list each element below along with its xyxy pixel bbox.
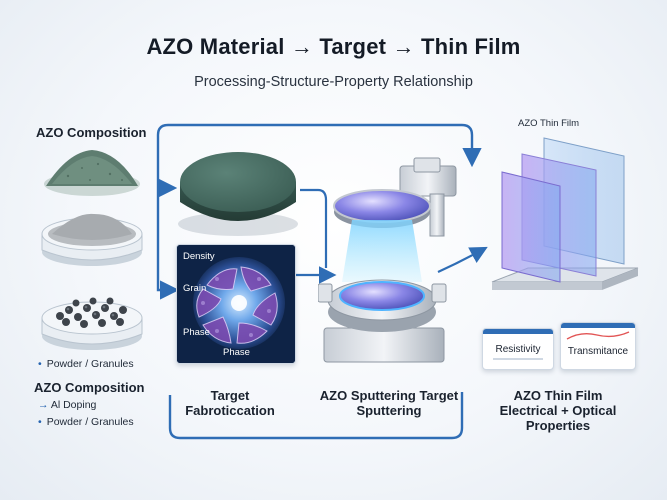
grain-label: Grain <box>183 283 207 294</box>
al-doping-item: → Al Doping <box>38 399 97 411</box>
transmittance-bar <box>561 323 635 328</box>
target-caption: Target Fabroticcation <box>185 388 275 418</box>
thin-film-label: AZO Thin Film <box>518 118 580 129</box>
density-label: Density <box>183 251 215 262</box>
thin-film-caption: AZO Thin Film Electrical + Optical Prope… <box>499 388 617 433</box>
microstructure-panel: Density Grain Phase Phase <box>176 244 296 364</box>
sputtering-apparatus-image <box>318 157 457 363</box>
page-subtitle: Processing-Structure-Property Relationsh… <box>194 74 473 90</box>
phase-label: Phase <box>183 327 210 338</box>
thin-film-stack-image <box>491 137 639 290</box>
target-disk-image <box>178 152 298 236</box>
resistivity-bar <box>483 329 553 334</box>
green-powder-image <box>44 150 140 196</box>
arrow-bottom-loop <box>168 392 464 440</box>
arrow-disk-to-sputter <box>300 188 328 268</box>
composition-heading: AZO Composition <box>36 125 147 140</box>
resistivity-card: Resistivity <box>482 328 554 370</box>
powder-granules-item: Powder / Granules <box>38 416 134 428</box>
powder-dish-image <box>41 213 143 266</box>
arrow-top-loop <box>156 123 482 188</box>
arrow-to-micro <box>156 188 180 300</box>
page-title: AZO Material → Target → Thin Film <box>146 34 521 59</box>
granules-dish-image <box>41 297 143 350</box>
arrow-right-icon: → <box>38 399 49 411</box>
sputtering-caption: AZO Sputtering Target Sputtering <box>319 388 459 418</box>
grain-structure-image <box>177 245 295 363</box>
arrow-sputter-to-film <box>437 246 488 274</box>
transmittance-card: Transmitance <box>560 322 636 370</box>
transmittance-spectrum-icon <box>566 331 630 340</box>
composition-heading-2: AZO Composition <box>34 380 145 395</box>
transmittance-label: Transmitance <box>567 346 629 357</box>
powder-granules-label: Powder / Granules <box>38 358 134 370</box>
phase-label-2: Phase <box>223 347 250 358</box>
resistivity-label: Resistivity <box>495 344 541 355</box>
